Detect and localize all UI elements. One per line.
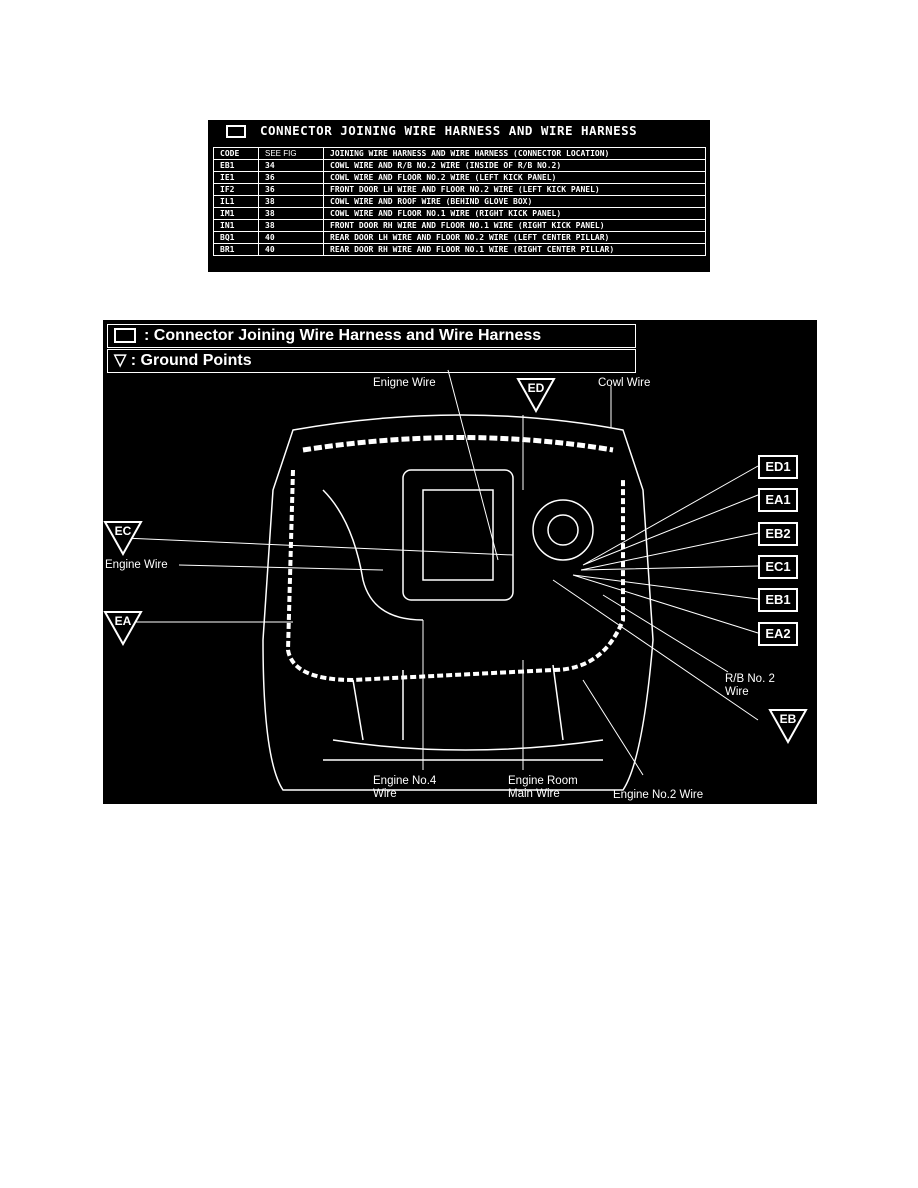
engine-bay-illustration [122, 369, 759, 791]
cell-description: REAR DOOR LH WIRE AND FLOOR NO.2 WIRE (L… [323, 231, 706, 244]
cell-see-fig: 34 [258, 159, 324, 172]
connector-ea1: EA1 [758, 488, 798, 512]
connector-eb1: EB1 [758, 588, 798, 612]
label-line1: R/B No. 2 [725, 673, 775, 685]
label-engine-wire-top: Enigne Wire [373, 377, 436, 389]
label-cowl-wire: Cowl Wire [598, 377, 651, 389]
connector-ed1: ED1 [758, 455, 798, 479]
ground-triangle-icon [768, 709, 808, 744]
cell-description: REAR DOOR RH WIRE AND FLOOR NO.1 WIRE (R… [323, 243, 706, 256]
connector-eb2: EB2 [758, 522, 798, 546]
cell-code: EB1 [213, 159, 259, 172]
cell-code: IM1 [213, 207, 259, 220]
cell-description: COWL WIRE AND FLOOR NO.2 WIRE (LEFT KICK… [323, 171, 706, 184]
cell-see-fig: 36 [258, 171, 324, 184]
ground-triangle-icon [103, 611, 143, 646]
cell-description: FRONT DOOR LH WIRE AND FLOOR NO.2 WIRE (… [323, 183, 706, 196]
label-line1: Engine No.4 [373, 775, 437, 787]
cell-see-fig: 40 [258, 231, 324, 244]
cell-code: BR1 [213, 243, 259, 256]
table-title: CONNECTOR JOINING WIRE HARNESS AND WIRE … [226, 123, 637, 138]
cell-see-fig: 36 [258, 183, 324, 196]
ground-point-eb: EB [768, 708, 808, 744]
cell-see-fig: 40 [258, 243, 324, 256]
header-description: JOINING WIRE HARNESS AND WIRE HARNESS (C… [323, 147, 706, 160]
ground-code: EB [779, 712, 797, 726]
cell-code: BQ1 [213, 231, 259, 244]
label-engine-wire-left: Engine Wire [105, 559, 168, 571]
label-engine-no2-wire: Engine No.2 Wire [613, 789, 704, 801]
cell-see-fig: 38 [258, 207, 324, 220]
label-line1: Engine Room [508, 775, 578, 787]
legend-connector: : Connector Joining Wire Harness and Wir… [107, 324, 636, 348]
ground-triangle-icon [516, 378, 556, 413]
label-line2: Main Wire [508, 788, 560, 800]
header-see-fig: SEE FIG [258, 147, 324, 160]
cell-see-fig: 38 [258, 219, 324, 232]
ground-code: EC [114, 524, 132, 538]
cell-description: COWL WIRE AND ROOF WIRE (BEHIND GLOVE BO… [323, 195, 706, 208]
cell-description: FRONT DOOR RH WIRE AND FLOOR NO.1 WIRE (… [323, 219, 706, 232]
cell-description: COWL WIRE AND FLOOR NO.1 WIRE (RIGHT KIC… [323, 207, 706, 220]
ground-point-ec: EC [103, 520, 143, 556]
ground-triangle-icon: ▽ [114, 352, 131, 369]
ground-point-ea: EA [103, 610, 143, 646]
connector-table: CONNECTOR JOINING WIRE HARNESS AND WIRE … [208, 120, 710, 272]
cell-code: IN1 [213, 219, 259, 232]
legend-ground: ▽ : Ground Points [107, 349, 636, 373]
ground-triangle-icon [103, 521, 143, 556]
connector-symbol-icon [114, 328, 136, 344]
cell-code: IL1 [213, 195, 259, 208]
label-line2: Wire [373, 788, 397, 800]
cell-code: IE1 [213, 171, 259, 184]
ground-point-ed: ED [516, 377, 556, 413]
cell-description: COWL WIRE AND R/B NO.2 WIRE (INSIDE OF R… [323, 159, 706, 172]
cell-code: IF2 [213, 183, 259, 196]
connector-symbol-icon [226, 125, 246, 138]
ground-code: ED [527, 381, 545, 395]
connector-ec1: EC1 [758, 555, 798, 579]
ground-code: EA [114, 614, 132, 628]
connector-ea2: EA2 [758, 622, 798, 646]
engine-wiring-diagram: : Connector Joining Wire Harness and Wir… [103, 320, 817, 804]
label-line2: Wire [725, 686, 749, 698]
cell-see-fig: 38 [258, 195, 324, 208]
header-code: CODE [213, 147, 259, 160]
